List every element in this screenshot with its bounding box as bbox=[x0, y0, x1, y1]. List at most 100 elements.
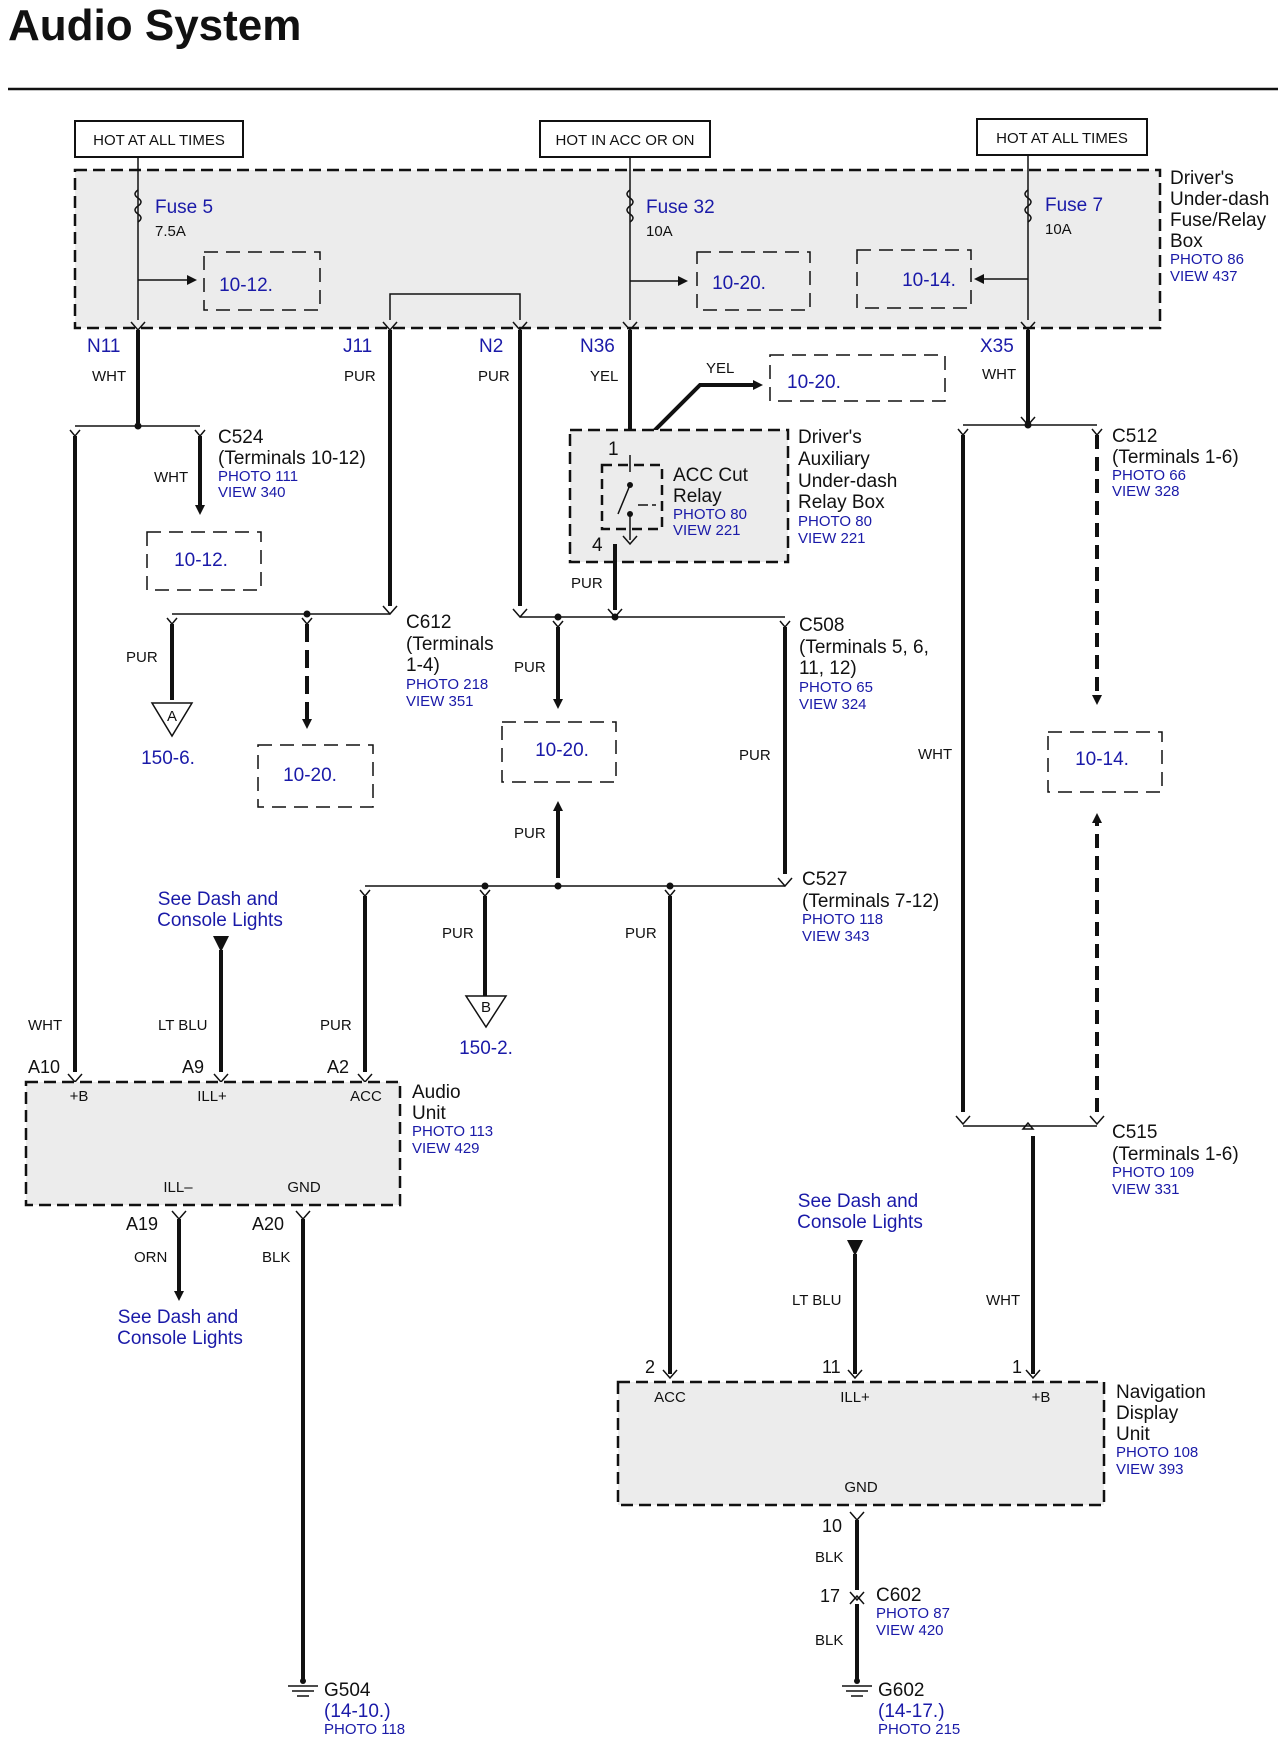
dash-lights-3-line-1: See Dash and bbox=[118, 1307, 238, 1328]
nav-term-b: +B bbox=[1032, 1389, 1051, 1406]
c512-name: C512 bbox=[1112, 426, 1157, 447]
wire-c612-left-color: PUR bbox=[126, 649, 158, 666]
relay-box-name-3: Under-dash bbox=[798, 471, 897, 492]
terminal-x35: X35 bbox=[980, 336, 1014, 357]
fuse32-rating: 10A bbox=[646, 223, 673, 240]
g602-ref: (14-17.) bbox=[878, 1701, 945, 1722]
wire-c527-up-color: PUR bbox=[514, 825, 546, 842]
g504-name: G504 bbox=[324, 1680, 371, 1701]
c527-photo: PHOTO 118 bbox=[802, 911, 883, 928]
c602-view: VIEW 420 bbox=[876, 1622, 944, 1639]
c612-ref: 10-20. bbox=[283, 765, 337, 786]
wire-audio-acc-color: PUR bbox=[320, 1017, 352, 1034]
fuse32-ref: 10-20. bbox=[712, 273, 766, 294]
c612-name: C612 bbox=[406, 612, 451, 633]
fuse5-ref-box bbox=[203, 251, 321, 311]
audio-term-acc: ACC bbox=[350, 1088, 382, 1105]
wire-c512-left-color: WHT bbox=[918, 746, 952, 763]
ground-b-triangle bbox=[464, 995, 508, 1029]
c508-terminals-b: 11, 12) bbox=[799, 658, 857, 679]
acc-cut-relay bbox=[600, 463, 664, 531]
relay-box-photo: PHOTO 80 bbox=[798, 513, 872, 530]
fuse-box-view: VIEW 437 bbox=[1170, 268, 1238, 285]
wire-audio-ill-color: LT BLU bbox=[158, 1017, 207, 1034]
power-source-right bbox=[976, 118, 1148, 156]
c612-view: VIEW 351 bbox=[406, 693, 474, 710]
fuse32-ref-box bbox=[696, 251, 811, 311]
fuse-box-name-2: Under-dash bbox=[1170, 189, 1269, 210]
power-source-center-label: HOT IN ACC OR ON bbox=[556, 132, 695, 149]
wire-c508-right-color: PUR bbox=[739, 747, 771, 764]
wire-j11-color: PUR bbox=[344, 368, 376, 385]
power-source-center bbox=[539, 120, 711, 158]
wire-nav-gnd-top-color: BLK bbox=[815, 1549, 843, 1566]
ground-a-ref: 150-6. bbox=[141, 748, 195, 769]
fuse5-rating: 7.5A bbox=[155, 223, 186, 240]
c512-ref-box bbox=[1047, 731, 1163, 793]
nav-pin-gnd: 10 bbox=[822, 1516, 842, 1536]
relay-view: VIEW 221 bbox=[673, 522, 741, 539]
c602-name: C602 bbox=[876, 1585, 921, 1606]
nav-term-ill: ILL+ bbox=[840, 1389, 870, 1406]
c508-ref-box bbox=[501, 721, 617, 783]
g504-photo: PHOTO 118 bbox=[324, 1721, 405, 1738]
fuse7-name: Fuse 7 bbox=[1045, 195, 1103, 216]
c508-terminals-a: (Terminals 5, 6, bbox=[799, 637, 929, 658]
fuse32-icon bbox=[626, 189, 634, 223]
wire-c508-down-color: PUR bbox=[514, 659, 546, 676]
yel-ref-box bbox=[769, 354, 946, 402]
terminal-n11: N11 bbox=[87, 336, 120, 357]
c602-photo: PHOTO 87 bbox=[876, 1605, 950, 1622]
g602-photo: PHOTO 215 bbox=[878, 1721, 960, 1738]
c508-name: C508 bbox=[799, 615, 844, 636]
c524-name: C524 bbox=[218, 427, 264, 448]
nav-unit-photo: PHOTO 108 bbox=[1116, 1444, 1198, 1461]
c512-photo: PHOTO 66 bbox=[1112, 467, 1186, 484]
fuse7-ref-box bbox=[856, 249, 972, 309]
c512-ref: 10-14. bbox=[1075, 749, 1129, 770]
dash-lights-2-line-2: Console Lights bbox=[797, 1212, 923, 1233]
nav-pin-b: 1 bbox=[1012, 1357, 1022, 1377]
fuse-box-name-3: Fuse/Relay bbox=[1170, 210, 1267, 231]
c508-photo: PHOTO 65 bbox=[799, 679, 873, 696]
wire-nav-b-color: WHT bbox=[986, 1292, 1020, 1309]
nav-unit-name-3: Unit bbox=[1116, 1424, 1151, 1445]
audio-unit-name-2: Unit bbox=[412, 1103, 447, 1124]
page-title: Audio System bbox=[8, 1, 301, 50]
wire-relay-out-color: PUR bbox=[571, 575, 603, 592]
power-source-left bbox=[74, 120, 244, 158]
wire-audio-gnd-color: BLK bbox=[262, 1249, 290, 1266]
nav-unit-view: VIEW 393 bbox=[1116, 1461, 1184, 1478]
audio-term-b: +B bbox=[70, 1088, 89, 1105]
ground-b-ref: 150-2. bbox=[459, 1038, 513, 1059]
g504-ref: (14-10.) bbox=[324, 1701, 391, 1722]
audio-pin-a10: A10 bbox=[28, 1057, 60, 1077]
relay-name-2: Relay bbox=[673, 486, 722, 507]
g602-name: G602 bbox=[878, 1680, 924, 1701]
c512-terminals: (Terminals 1-6) bbox=[1112, 447, 1239, 468]
audio-pin-a20: A20 bbox=[252, 1214, 284, 1234]
terminal-n2: N2 bbox=[479, 336, 503, 357]
wire-c527-nav-color: PUR bbox=[625, 925, 657, 942]
fuse32-name: Fuse 32 bbox=[646, 197, 715, 218]
c515-photo: PHOTO 109 bbox=[1112, 1164, 1194, 1181]
power-source-right-label: HOT AT ALL TIMES bbox=[996, 130, 1128, 147]
c527-name: C527 bbox=[802, 869, 847, 890]
c527-terminals: (Terminals 7-12) bbox=[802, 891, 939, 912]
c515-terminals: (Terminals 1-6) bbox=[1112, 1144, 1239, 1165]
c612-terminals-b: 1-4) bbox=[406, 655, 440, 676]
nav-term-acc: ACC bbox=[654, 1389, 686, 1406]
audio-term-illm: ILL– bbox=[163, 1179, 193, 1196]
audio-unit-view: VIEW 429 bbox=[412, 1140, 480, 1157]
c512-view: VIEW 328 bbox=[1112, 483, 1180, 500]
dash-lights-2-line-1: See Dash and bbox=[798, 1191, 918, 1212]
relay-box-name-2: Auxiliary bbox=[798, 449, 870, 470]
relay-pin-out: 4 bbox=[592, 535, 603, 556]
fuse-relay-box bbox=[73, 168, 1162, 330]
dash-lights-3-line-2: Console Lights bbox=[117, 1328, 243, 1349]
c602-pin: 17 bbox=[820, 1586, 840, 1606]
dash-lights-1-line-1: See Dash and bbox=[158, 889, 278, 910]
relay-pin-in: 1 bbox=[608, 439, 619, 460]
audio-unit-photo: PHOTO 113 bbox=[412, 1123, 493, 1140]
